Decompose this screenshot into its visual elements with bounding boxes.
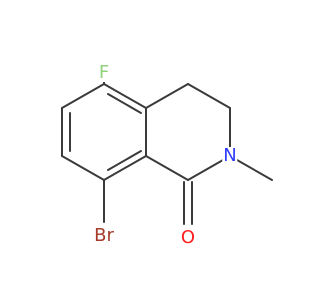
bond-c8-c8a xyxy=(61,155,105,181)
molecule-canvas: F Br O N xyxy=(61,62,273,248)
bond-c8a-c4a-inner xyxy=(107,150,142,171)
bond-c6-c7 xyxy=(61,83,105,109)
fluorine-atom-label: F xyxy=(97,62,111,83)
bond-c5-c6-inner xyxy=(107,93,142,114)
bonds xyxy=(61,81,273,225)
bromine-atom-label: Br xyxy=(93,225,115,246)
bond-c5-c6 xyxy=(103,83,147,109)
bond-c1-c8a xyxy=(145,155,189,181)
bond-c3-c2 xyxy=(187,83,231,109)
nitrogen-atom-label: N xyxy=(222,145,238,166)
molecule-structure xyxy=(61,81,273,225)
oxygen-atom-label: O xyxy=(179,227,197,248)
bond-c8a-c4a xyxy=(103,155,147,181)
bond-c4-c3 xyxy=(145,83,189,109)
